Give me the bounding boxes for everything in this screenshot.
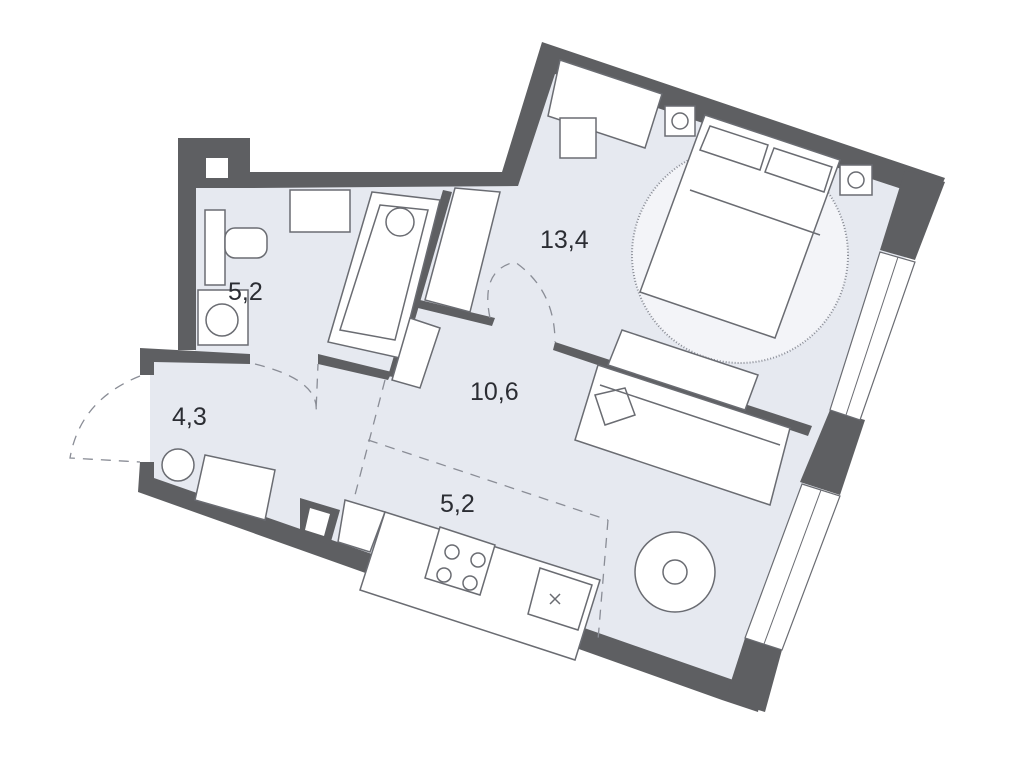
room-area-bedroom: 13,4 (540, 226, 589, 254)
furniture (161, 59, 873, 661)
watermark: Новострой-М (835, 709, 1024, 742)
room-area-hallway: 4,3 (172, 403, 207, 431)
doors (69, 261, 609, 641)
room-area-living: 10,6 (470, 378, 519, 406)
room-area-kitchen: 5,2 (440, 490, 475, 518)
windows (744, 251, 916, 651)
room-area-bathroom: 5,2 (228, 278, 263, 306)
